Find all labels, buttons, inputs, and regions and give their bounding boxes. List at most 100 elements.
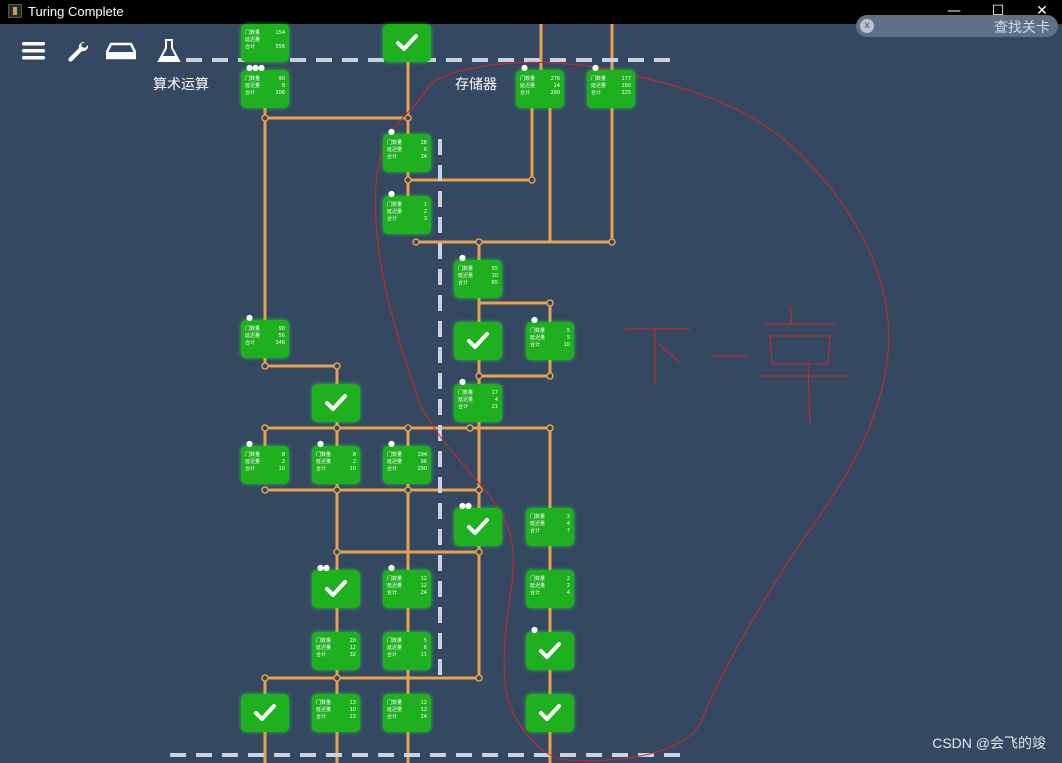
stat-value: 55 (491, 266, 498, 272)
check-icon (467, 518, 489, 535)
level-node[interactable] (454, 322, 502, 360)
stat-label: 延迟量 (387, 147, 403, 153)
stat-value: 290 (417, 466, 427, 472)
stat-value: 4 (566, 521, 570, 527)
stat-value: 556 (275, 44, 285, 50)
wrench-icon[interactable] (66, 39, 90, 67)
stat-label: 延迟量 (245, 333, 261, 339)
stat-value: 5 (566, 335, 570, 341)
level-node[interactable] (241, 694, 289, 732)
completion-dots: ● (246, 313, 253, 322)
stat-value: 6 (423, 645, 427, 651)
stat-value: 10 (349, 707, 356, 713)
stat-label: 合计 (387, 466, 398, 472)
stat-value: 2 (566, 583, 570, 589)
level-node[interactable] (312, 384, 360, 422)
stat-label: 门数量 (458, 390, 474, 396)
stat-label: 延迟量 (387, 459, 403, 465)
stat-label: 合计 (530, 528, 541, 534)
stat-value: 8 (281, 83, 285, 89)
stat-label: 门数量 (387, 140, 403, 146)
drive-icon[interactable] (105, 42, 137, 64)
stat-label: 合计 (387, 590, 398, 596)
stat-row: 延迟量 (245, 37, 285, 44)
level-node[interactable]: ● (526, 626, 574, 670)
stat-value: 17 (491, 390, 498, 396)
stat-value: 90 (278, 76, 285, 82)
stat-value: 10 (278, 466, 285, 472)
stat-label: 合计 (530, 342, 541, 348)
connection-wires (160, 24, 890, 763)
stat-label: 延迟量 (387, 707, 403, 713)
level-node[interactable]: ●● (312, 564, 360, 608)
stat-row: 合计 24 (387, 590, 427, 597)
hamburger-icon[interactable] (22, 40, 46, 66)
stat-value: 13 (349, 700, 356, 706)
flask-icon[interactable] (157, 38, 181, 68)
stat-row: 合计 290 (387, 466, 427, 473)
stat-row: 延迟量 10 (458, 273, 498, 280)
level-node[interactable]: ●● (454, 502, 502, 546)
stat-value: 28 (420, 140, 427, 146)
stat-label: 延迟量 (458, 273, 474, 279)
completion-dots: ● (246, 439, 253, 448)
stat-label: 延迟量 (591, 83, 607, 89)
stat-value: 10 (491, 273, 498, 279)
completion-dots: ● (531, 625, 538, 634)
check-icon (254, 704, 276, 721)
stat-label: 合计 (245, 340, 256, 346)
search-input[interactable]: 查找关卡 (994, 20, 1050, 36)
stat-label: 门数量 (530, 328, 546, 334)
stat-value: 4 (566, 590, 570, 596)
level-search[interactable]: x 查找关卡 (856, 15, 1058, 37)
completion-dots: ● (317, 439, 324, 448)
stat-value: 154 (275, 30, 285, 36)
stat-label: 合计 (387, 714, 398, 720)
clear-search-button[interactable]: x (860, 19, 874, 33)
level-node[interactable] (526, 694, 574, 732)
stat-value: 24 (420, 590, 427, 596)
stat-label: 延迟量 (245, 459, 261, 465)
stat-label: 门数量 (530, 576, 546, 582)
close-button[interactable]: ✕ (1036, 3, 1048, 19)
stat-label: 延迟量 (245, 83, 261, 89)
stat-row: 门数量 17 (458, 390, 498, 397)
stat-value: 5 (423, 638, 427, 644)
stat-label: 门数量 (591, 76, 607, 82)
stat-label: 门数量 (520, 76, 536, 82)
stat-value: 24 (420, 714, 427, 720)
level-node[interactable] (383, 24, 431, 62)
